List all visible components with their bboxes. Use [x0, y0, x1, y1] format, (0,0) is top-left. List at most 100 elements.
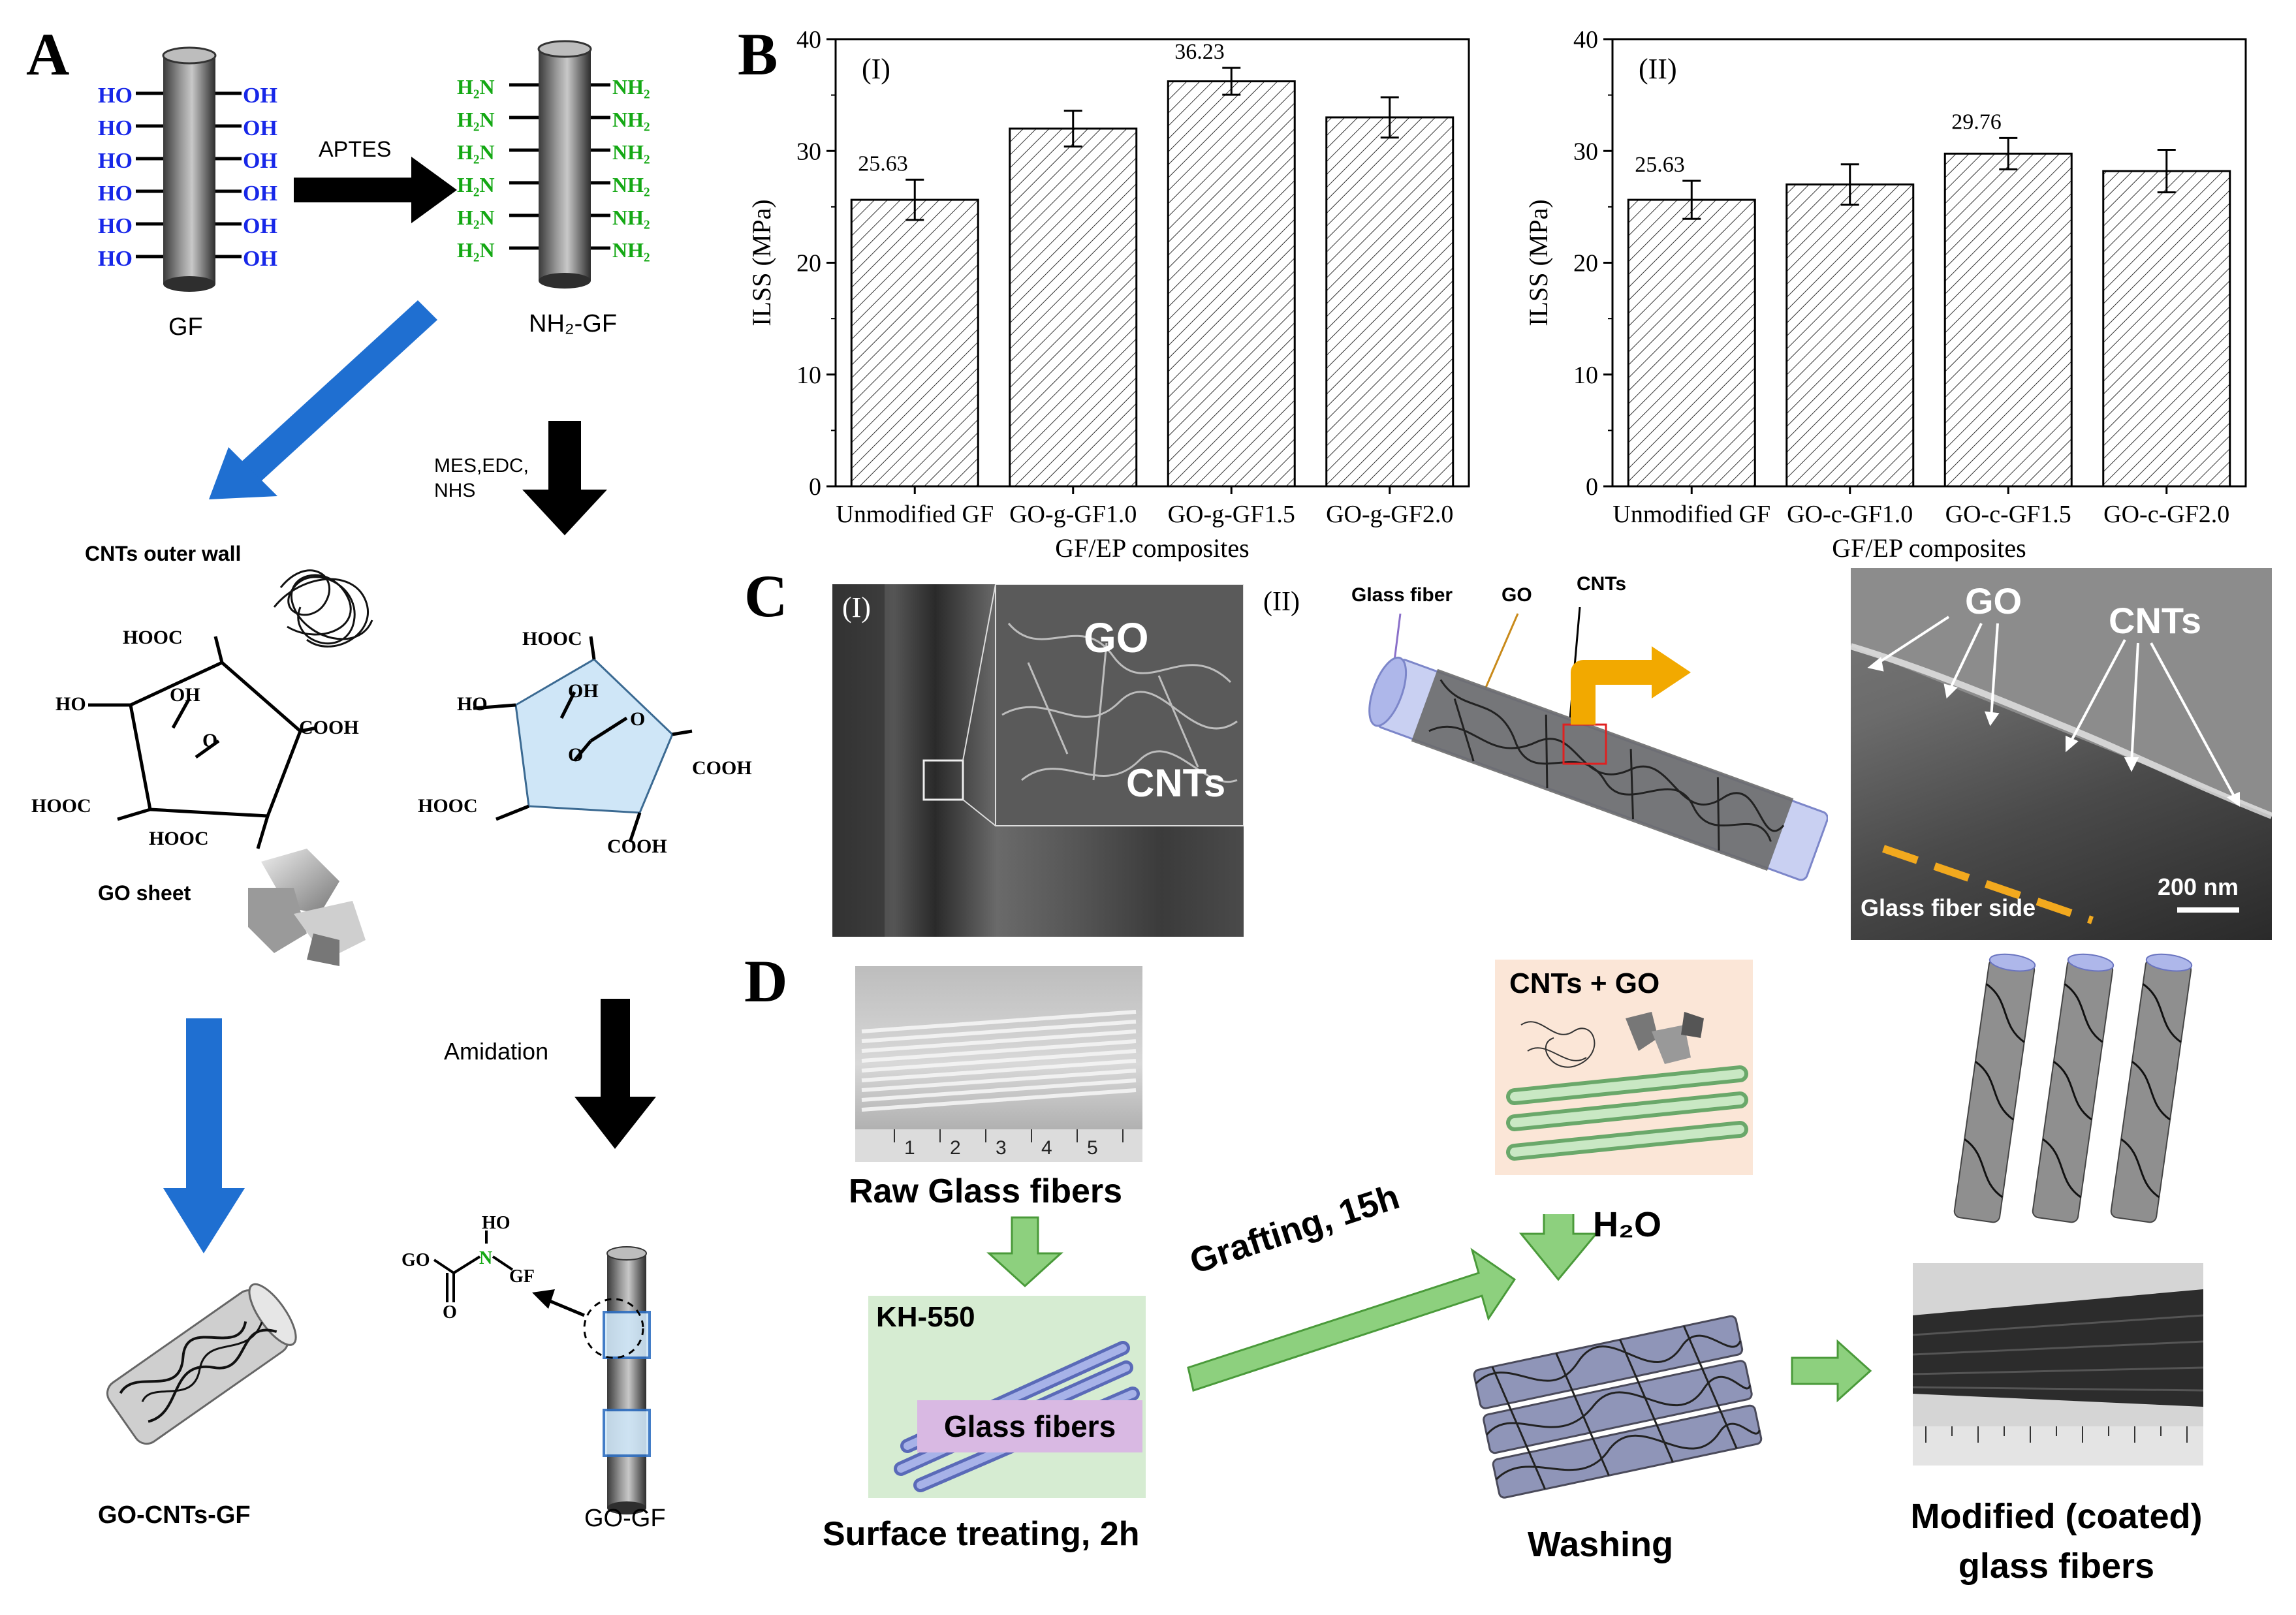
modified-fibers-photo: [1913, 1263, 2203, 1466]
x-tick-label: Unmodified GF: [1612, 501, 1770, 528]
bar: [1785, 183, 1915, 488]
x-tick-label: GO-c-GF2.0: [2103, 501, 2229, 528]
go-cnts-gf-label: GO-CNTs-GF: [98, 1501, 251, 1529]
right-oh: OH: [568, 680, 599, 702]
amide-structure-icon: [433, 1231, 514, 1302]
nh2-gf-fiber-icon: [537, 40, 592, 289]
panel-a-diagram: [88, 40, 693, 1514]
right-o2: O: [568, 744, 584, 766]
y-axis-label: ILSS (MPa): [1524, 199, 1553, 326]
x-tick-label: GO-g-GF2.0: [1326, 501, 1453, 528]
y-tick-label: 20: [796, 250, 821, 277]
bar: [1009, 127, 1138, 488]
bar: [1325, 116, 1455, 488]
schematic-roman-ii: (II): [1263, 587, 1300, 617]
x-axis-label: GF/EP composites: [1832, 533, 2026, 561]
washing-fibers-image: [1473, 1315, 1763, 1499]
panel-d-arrows: [986, 1214, 1872, 1403]
tem-go-label: GO: [1965, 580, 2022, 621]
bar: [1627, 198, 1756, 488]
right-hooc-bl: HOOC: [418, 795, 478, 817]
gf-hydroxyl-bonds: [136, 91, 242, 259]
ruler-mark-1: 1: [904, 1137, 915, 1159]
left-o: O: [202, 730, 218, 751]
data-label: 36.23: [1174, 40, 1225, 64]
right-ho: HO: [457, 693, 488, 715]
y-tick-label: 30: [796, 138, 821, 165]
x-tick-label: GO-g-GF1.5: [1168, 501, 1295, 528]
cnts-tangle-icon: [273, 569, 373, 648]
gf-label: GF: [168, 313, 203, 341]
coated-fibers-render: [1953, 953, 2193, 1223]
kh550-label: KH-550: [876, 1301, 975, 1333]
tem-image: GO CNTs Glass fiber side 200 nm: [1851, 568, 2272, 940]
surface-treating-label: Surface treating, 2h: [823, 1515, 1140, 1553]
x-tick-label: GO-g-GF1.0: [1009, 501, 1137, 528]
nh2-gf-label: NH₂-GF: [529, 310, 618, 337]
go-cnts-gf-fiber-icon: [106, 1283, 297, 1445]
amide-o: O: [443, 1302, 457, 1323]
left-hooc-b: HOOC: [149, 828, 209, 849]
chart-title: (II): [1639, 53, 1677, 85]
amide-go: GO: [401, 1250, 430, 1270]
x-tick-label: GO-c-GF1.5: [1945, 501, 2071, 528]
green-arrow-down-1-icon: [986, 1216, 1063, 1288]
y-tick-label: 0: [1586, 473, 1598, 501]
scale-bar-label: 200 nm: [2158, 873, 2239, 900]
mes-edc-label: MES,EDC,NHS: [434, 455, 529, 501]
bar: [1167, 80, 1296, 488]
amidation-arrow-icon: [574, 999, 656, 1149]
green-arrow-right-icon: [1791, 1339, 1872, 1403]
aptes-label: APTES: [319, 137, 392, 162]
left-hooc-top: HOOC: [123, 627, 183, 648]
glass-fiber-callout: Glass fiber: [1351, 584, 1453, 606]
modified-fibers-label: Modified (coated) glass fibers: [1910, 1497, 2203, 1586]
panel-label-b: B: [738, 21, 778, 87]
left-hooc-bl: HOOC: [31, 795, 91, 817]
go-gf-fiber-icon: [532, 1246, 651, 1514]
ruler-mark-4: 4: [1041, 1137, 1052, 1159]
x-tick-label: Unmodified GF: [836, 501, 994, 528]
left-oh: OH: [170, 684, 200, 706]
left-cooh: COOH: [299, 717, 359, 738]
cnts-go-box: CNTs + GO: [1495, 960, 1753, 1175]
ruler-mark-2: 2: [950, 1137, 961, 1159]
amide-n: N: [479, 1248, 493, 1268]
washing-label: Washing: [1528, 1525, 1673, 1564]
go-molecule-right-icon: [473, 636, 693, 843]
amide-gf: GF: [509, 1266, 535, 1287]
go-gf-label: GO-GF: [584, 1505, 666, 1532]
panel-label-d: D: [744, 948, 788, 1014]
tem-cnts-label: CNTs: [2109, 600, 2202, 641]
sem-image: (I) GO CNTs: [832, 584, 1244, 937]
raw-glass-fibers-photo: 1 2 3 4 5: [855, 966, 1142, 1162]
amide-ho: HO: [482, 1213, 511, 1233]
y-axis-label: ILSS (MPa): [747, 199, 776, 326]
kh550-box: KH-550 Glass fibers: [868, 1296, 1146, 1498]
gf-fiber-icon: [162, 46, 217, 292]
right-hooc-top: HOOC: [522, 628, 582, 650]
y-tick-label: 10: [796, 362, 821, 389]
y-tick-label: 40: [796, 26, 821, 54]
right-o1: O: [630, 708, 646, 730]
green-arrow-diagonal-icon: [1187, 1247, 1517, 1392]
sem-roman-i: (I): [842, 591, 871, 623]
coated-fiber-schematic-icon: [1368, 607, 1828, 881]
aptes-arrow-icon: [294, 157, 457, 223]
bar: [1943, 152, 2073, 488]
chart-title: (I): [862, 53, 890, 85]
data-label: 29.76: [1951, 110, 2002, 134]
y-tick-label: 30: [1573, 138, 1598, 165]
go-sheet-label: GO sheet: [98, 881, 191, 905]
sem-go-label: GO: [1084, 614, 1149, 661]
right-cooh: COOH: [692, 757, 752, 779]
panel-label-c: C: [744, 563, 788, 629]
amidation-label: Amidation: [444, 1038, 549, 1065]
glass-fibers-tag: Glass fibers: [917, 1400, 1142, 1452]
cnts-callout: CNTs: [1577, 573, 1627, 595]
y-tick-label: 10: [1573, 362, 1598, 389]
